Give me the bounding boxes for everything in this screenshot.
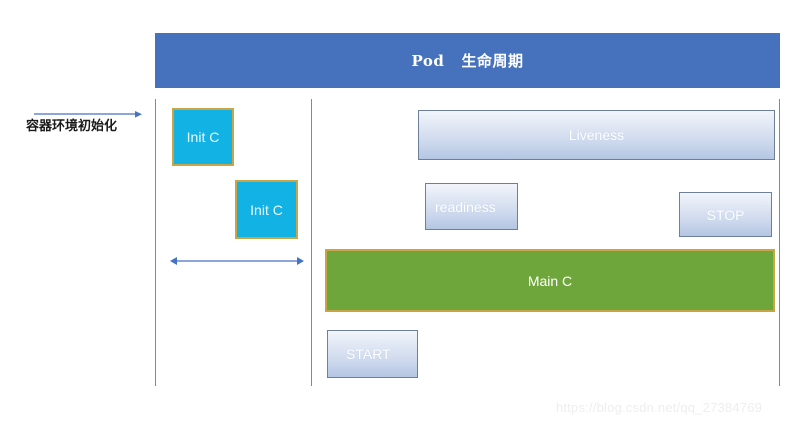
init-container-box-1: Init C [172,108,234,166]
page-title: Pod 生命周期 [411,52,524,70]
double-headed-arrow-icon [170,257,304,265]
stop-hook-box: STOP [679,192,772,237]
readiness-probe-label: readiness [435,198,496,215]
init-container-box-2: Init C [235,180,298,239]
init-container-label-1: Init C [186,129,220,145]
stop-hook-label: STOP [706,206,745,223]
divider-right [779,99,780,386]
arrow-right-icon [34,111,142,118]
pod-lifecycle-header: Pod 生命周期 [155,33,780,88]
divider-middle [311,99,312,386]
liveness-probe-label: Liveness [568,127,625,143]
main-container-label: Main C [527,272,573,289]
init-container-label-2: Init C [250,201,283,218]
watermark: https://blog.csdn.net/qq_27384769 [556,400,763,415]
liveness-probe-box: Liveness [418,110,775,160]
container-init-label: 容器环境初始化 [26,119,118,134]
container-init-annotation: 容器环境初始化 [26,115,151,135]
main-container-box: Main C [325,249,775,312]
start-hook-label: START [346,346,391,362]
readiness-probe-box: readiness [425,183,518,230]
start-hook-box: START [327,330,418,378]
divider-left [155,99,156,386]
